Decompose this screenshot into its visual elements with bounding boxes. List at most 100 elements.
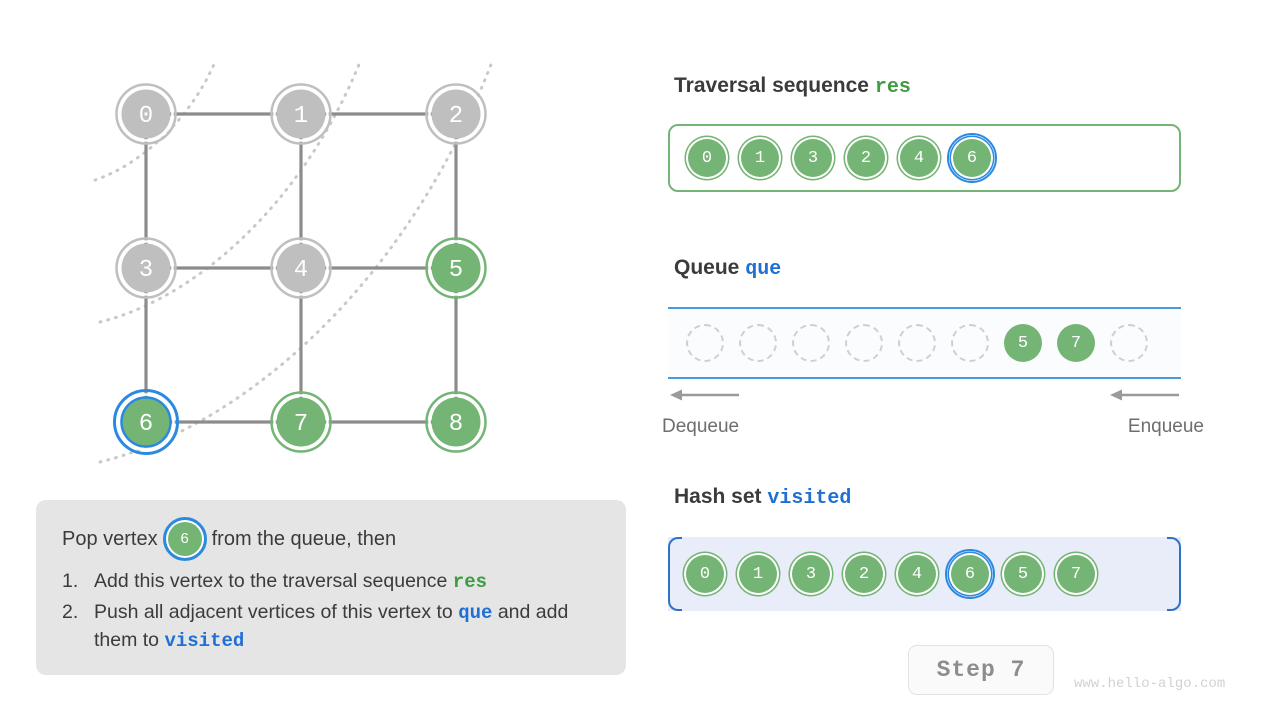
watermark: www.hello-algo.com	[1074, 676, 1226, 692]
visited-container: 0 1 3 2 4 6 5 7	[668, 537, 1181, 611]
graph-node-label: 1	[294, 103, 308, 130]
graph-node-1[interactable]: 1	[270, 83, 332, 145]
graph-node-2[interactable]: 2	[425, 83, 487, 145]
step-2-text-after: and add them to	[94, 600, 569, 651]
visited-title-text: Hash set	[674, 485, 762, 508]
res-item: 0	[688, 139, 726, 177]
step-1-keyword-res: res	[452, 571, 488, 593]
visited-item-label: 5	[1017, 564, 1029, 584]
visited-item: 6	[945, 549, 995, 599]
res-item-label: 4	[913, 148, 925, 168]
step-1-number: 1.	[62, 570, 79, 592]
graph-node-6[interactable]: 6	[113, 389, 179, 455]
queue-slot-empty	[686, 324, 724, 362]
queue-slot-filled: 7	[1057, 324, 1095, 362]
queue-slot-empty	[898, 324, 936, 362]
graph-nodes: 0 1 2 3 4 5 6 7 8	[113, 83, 487, 455]
step-2-body: Push all adjacent vertices of this verte…	[94, 599, 600, 655]
enqueue-label: Enqueue	[1127, 416, 1204, 437]
queue-slot-empty	[739, 324, 777, 362]
step-2-keyword-visited: visited	[164, 629, 245, 652]
res-title-keyword: res	[874, 76, 911, 99]
graph-node-3[interactable]: 3	[115, 237, 177, 299]
visited-item: 5	[1004, 555, 1042, 593]
queue-slot-empty	[1110, 324, 1148, 362]
queue-title-text: Queue	[674, 256, 740, 279]
explanation-vertex-token: 6	[162, 517, 207, 561]
res-section-title: Traversal sequence res	[674, 74, 911, 99]
graph-node-label: 0	[139, 103, 153, 130]
graph-node-label: 3	[139, 257, 153, 284]
res-item: 4	[900, 139, 938, 177]
visited-item: 7	[1057, 555, 1095, 593]
visited-right-brace	[1167, 537, 1181, 611]
visited-title-keyword: visited	[767, 487, 852, 510]
visited-item: 2	[845, 555, 883, 593]
visited-item-label: 7	[1070, 564, 1082, 584]
graph-node-4[interactable]: 4	[270, 237, 332, 299]
step-2-keyword-que: que	[458, 601, 493, 624]
step-2-number: 2.	[62, 600, 79, 623]
explanation-step-1: 1. Add this vertex to the traversal sequ…	[62, 568, 600, 596]
queue-section-title: Queue que	[674, 256, 781, 281]
visited-item-label: 2	[858, 564, 870, 584]
queue-direction-labels: Dequeue Enqueue	[662, 382, 1204, 446]
visited-item: 3	[792, 555, 830, 593]
explanation-intro-after: from the queue, then	[211, 527, 397, 550]
res-item: 6	[947, 133, 997, 183]
graph-node-label: 4	[294, 257, 308, 284]
step-2-text: Push all adjacent vertices of this verte…	[94, 600, 453, 623]
graph-node-label: 2	[449, 103, 463, 130]
res-item: 2	[847, 139, 885, 177]
dequeue-label: Dequeue	[662, 416, 740, 437]
visited-item: 4	[898, 555, 936, 593]
res-item-label: 3	[807, 148, 819, 168]
res-item-label: 2	[860, 148, 872, 168]
graph-svg: 0 1 2 3 4 5 6 7 8	[93, 60, 494, 464]
queue-slot-empty	[951, 324, 989, 362]
graph-node-label: 6	[139, 411, 153, 438]
graph-node-8[interactable]: 8	[425, 391, 487, 453]
node-highlight-ring	[113, 389, 179, 455]
visited-item-label: 1	[752, 564, 764, 584]
queue-arrows	[668, 382, 1196, 408]
graph-node-label: 5	[449, 257, 463, 284]
visited-section-title: Hash set visited	[674, 485, 851, 510]
queue-slot-filled-label: 5	[1017, 333, 1029, 353]
visited-item: 0	[686, 555, 724, 593]
enqueue-arrow-icon	[1110, 389, 1179, 401]
explanation-intro: Pop vertex 6 from the queue, then	[62, 517, 600, 561]
explanation-box: Pop vertex 6 from the queue, then 1. Add…	[36, 500, 626, 675]
step-badge: Step 7	[908, 645, 1054, 695]
visited-item-label: 6	[964, 564, 976, 584]
explanation-step-2: 2. Push all adjacent vertices of this ve…	[62, 599, 600, 655]
step-1-text: Add this vertex to the traversal sequenc…	[94, 570, 448, 592]
queue-slot-filled: 5	[1004, 324, 1042, 362]
dequeue-arrow-icon	[670, 389, 739, 401]
graph-node-5[interactable]: 5	[425, 237, 487, 299]
step-1-body: Add this vertex to the traversal sequenc…	[94, 568, 487, 596]
res-item: 1	[741, 139, 779, 177]
explanation-vertex-label: 6	[180, 530, 190, 548]
queue-slot-empty	[792, 324, 830, 362]
graph-node-label: 8	[449, 411, 463, 438]
explanation-steps: 1. Add this vertex to the traversal sequ…	[62, 568, 600, 655]
graph-panel: 0 1 2 3 4 5 6 7 8	[0, 0, 640, 490]
visited-left-brace	[668, 537, 682, 611]
res-item-label: 6	[966, 148, 978, 168]
res-container: 0 1 3 2 4 6	[668, 124, 1181, 192]
res-item: 3	[794, 139, 832, 177]
res-title-text: Traversal sequence	[674, 74, 869, 97]
graph-node-label: 7	[294, 411, 308, 438]
visited-item: 1	[739, 555, 777, 593]
graph-node-7[interactable]: 7	[270, 391, 332, 453]
queue-title-keyword: que	[745, 258, 782, 281]
visited-item-label: 0	[699, 564, 711, 584]
res-item-label: 0	[701, 148, 713, 168]
graph-node-0[interactable]: 0	[115, 83, 177, 145]
res-item-label: 1	[754, 148, 766, 168]
queue-slot-empty	[845, 324, 883, 362]
visited-item-label: 3	[805, 564, 817, 584]
